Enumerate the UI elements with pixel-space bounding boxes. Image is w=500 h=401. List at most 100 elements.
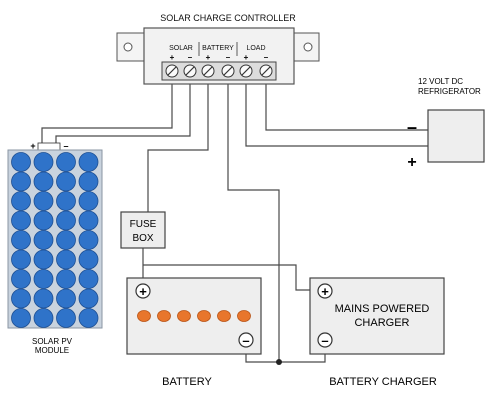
pv-cell [56, 210, 76, 231]
pv-cell [78, 308, 99, 328]
pv-cell [78, 171, 99, 192]
wires [41, 76, 428, 363]
pv-cell [11, 269, 31, 289]
solar-junction-box [37, 142, 61, 151]
pv-cell [33, 308, 54, 328]
terminal-screw [259, 64, 273, 78]
battery-cell [157, 310, 171, 322]
pv-cell [56, 171, 76, 192]
pv-cell [33, 171, 54, 192]
wire-solar-negative [55, 76, 191, 147]
controller-mount-hole-left [123, 42, 133, 52]
refrigerator-minus-sign: – [407, 117, 417, 137]
pv-cell [56, 308, 76, 328]
fuse-box-body [120, 211, 166, 249]
fuse-box-label-line2: BOX [132, 233, 153, 244]
wire-controller-to-fuse [147, 76, 209, 212]
terminal-screw [239, 64, 253, 78]
pv-cell [33, 269, 54, 289]
controller-section-load: LOAD [246, 45, 265, 52]
charger-negative-terminal [317, 332, 333, 348]
pv-cell [56, 249, 76, 270]
pv-cell [78, 249, 99, 270]
charger-positive-sign: + [321, 284, 329, 299]
pv-cell [56, 191, 76, 211]
pv-cell [11, 249, 31, 270]
pv-cell [56, 269, 76, 289]
battery: + – BATTERY [126, 277, 262, 388]
fuse-box: FUSE BOX [120, 211, 166, 249]
pv-cell [11, 191, 31, 211]
controller-section-battery: BATTERY [202, 45, 234, 52]
wire-load-positive [245, 76, 428, 147]
pv-cell [33, 288, 54, 309]
charger-negative-sign: – [321, 333, 328, 348]
controller-terminal-sign-6: – [264, 53, 269, 62]
pv-cell [56, 288, 76, 309]
controller-terminal-block [161, 61, 277, 81]
controller-terminal-sign-5: + [244, 53, 249, 62]
battery-positive-sign: + [139, 284, 147, 299]
controller-terminal-sign-4: – [226, 53, 231, 62]
pv-cell [33, 230, 54, 250]
battery-negative-sign: – [242, 333, 249, 348]
pv-cell [56, 230, 76, 250]
refrigerator-box [427, 109, 485, 163]
controller-title: SOLAR CHARGE CONTROLLER [160, 13, 296, 23]
battery-positive-terminal [135, 283, 151, 299]
battery-cell [217, 310, 231, 322]
solar-panel-cells [11, 152, 99, 328]
pv-cell [78, 288, 99, 309]
refrigerator-label-line1: 12 VOLT DC [418, 77, 463, 86]
controller-terminal-sign-1: + [170, 53, 175, 62]
fuse-box-label-line1: FUSE [130, 219, 157, 230]
terminal-screw [201, 64, 215, 78]
battery-cells [137, 310, 251, 322]
solar-minus-sign: – [63, 141, 68, 151]
terminal-screw [183, 64, 197, 78]
controller-section-solar: SOLAR [169, 45, 193, 52]
pv-cell [33, 191, 54, 211]
pv-cell [78, 210, 99, 231]
solar-charge-controller: SOLAR CHARGE CONTROLLER SOLAR BATTERY LO… [116, 13, 320, 85]
wire-junction-dot [276, 359, 282, 365]
terminal-screw [165, 64, 179, 78]
wire-solar-positive [41, 76, 173, 147]
pv-cell [78, 269, 99, 289]
pv-cell [33, 210, 54, 231]
battery-cell [177, 310, 191, 322]
battery-charger: + – MAINS POWERED CHARGER BATTERY CHARGE… [309, 277, 445, 388]
solar-module-label-line2: MODULE [35, 346, 69, 355]
pv-cell [11, 171, 31, 192]
controller-terminal-screws [165, 64, 273, 78]
refrigerator-plus-sign: + [407, 154, 416, 171]
wire-controller-battery-negative [227, 76, 280, 362]
battery-cell [237, 310, 251, 322]
refrigerator-label-line2: REFRIGERATOR [418, 87, 481, 96]
solar-plus-sign: + [30, 141, 35, 151]
pv-cell [56, 152, 76, 172]
pv-cell [78, 191, 99, 211]
pv-cell [78, 152, 99, 172]
refrigerator: 12 VOLT DC REFRIGERATOR – + [407, 77, 485, 171]
battery-negative-terminal [238, 332, 254, 348]
terminal-screw [221, 64, 235, 78]
charger-label-line1: MAINS POWERED [335, 303, 430, 315]
solar-module-label-line1: SOLAR PV [32, 337, 73, 346]
controller-terminal-sign-3: + [206, 53, 211, 62]
charger-caption: BATTERY CHARGER [329, 376, 437, 388]
pv-cell [11, 210, 31, 231]
pv-cell [33, 152, 54, 172]
pv-cell [78, 230, 99, 250]
battery-cell [137, 310, 151, 322]
controller-mount-hole-right [303, 42, 313, 52]
controller-terminal-sign-2: – [188, 53, 193, 62]
battery-label: BATTERY [162, 376, 212, 388]
battery-cell [197, 310, 211, 322]
pv-cell [11, 288, 31, 309]
pv-cell [11, 152, 31, 172]
pv-cell [11, 308, 31, 328]
pv-cell [33, 249, 54, 270]
charger-positive-terminal [317, 283, 333, 299]
